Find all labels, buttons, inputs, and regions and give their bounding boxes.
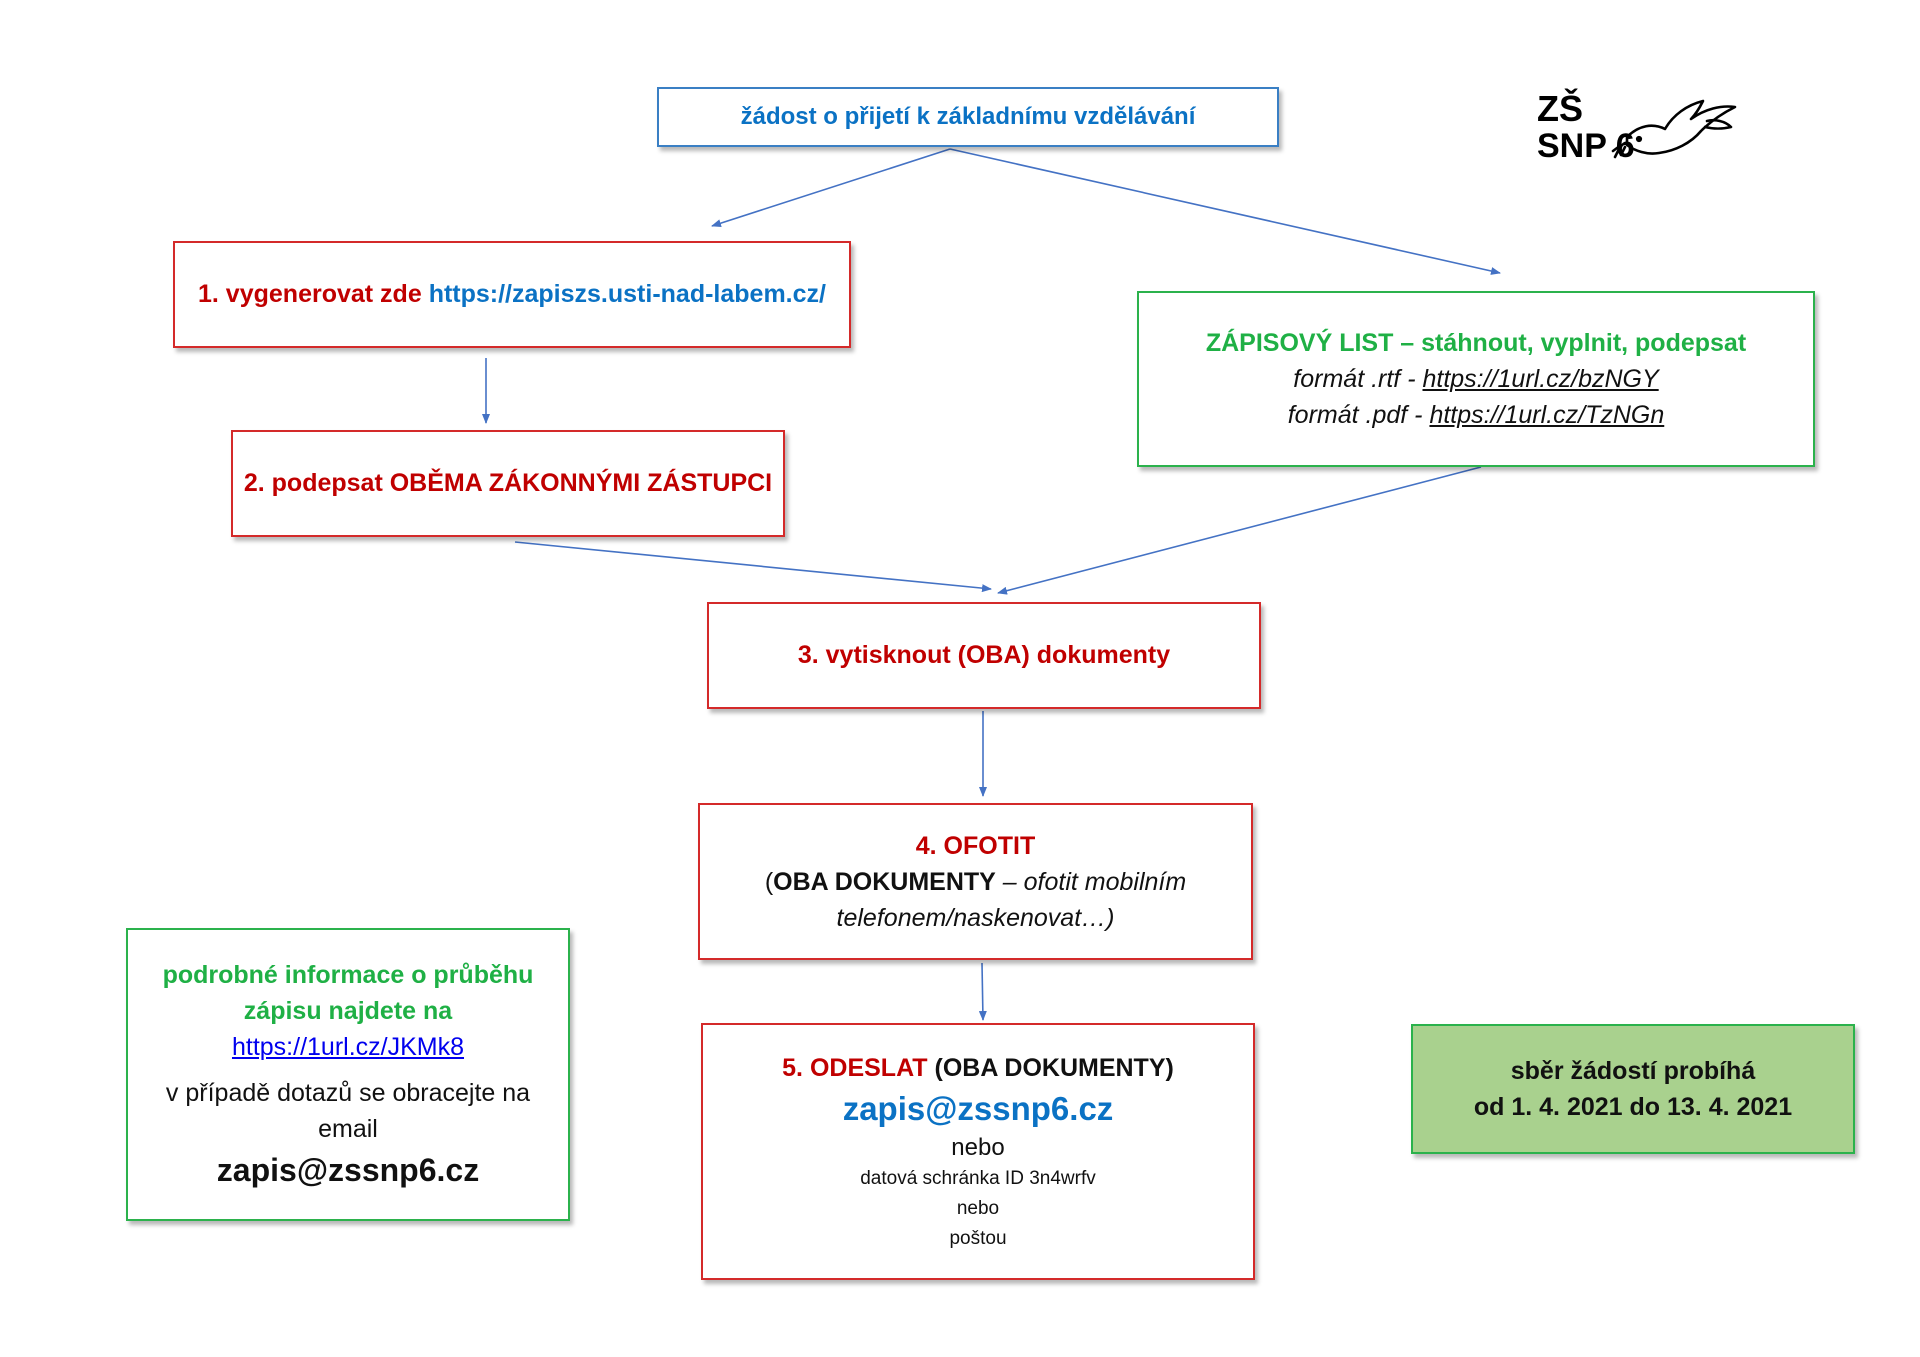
step3-label: 3. vytisknout (OBA) dokumenty: [797, 641, 1171, 669]
step5-email-link[interactable]: zapis@zssnp6.cz: [842, 1089, 1114, 1127]
logo-text-top: ZŠ: [1537, 87, 1583, 129]
step5-documents: (OBA DOKUMENTY): [927, 1053, 1174, 1082]
step5-box: 5. ODESLAT (OBA DOKUMENTY) zapis@zssnp6.…: [701, 1023, 1255, 1280]
step1-box: 1. vygenerovat zde https://zapiszs.usti-…: [173, 241, 851, 348]
contact-email[interactable]: zapis@zssnp6.cz: [216, 1151, 480, 1188]
step4-box: 4. OFOTIT (OBA DOKUMENTY – ofotit mobiln…: [698, 803, 1253, 960]
step5-post: poštou: [949, 1227, 1007, 1249]
step4-documents: OBA DOKUMENTY: [773, 867, 996, 896]
step5-or-1: nebo: [951, 1133, 1005, 1161]
step1-label: 1. vygenerovat zde: [198, 280, 422, 308]
registration-form-title: ZÁPISOVÝ LIST – stáhnout, vyplnit, podep…: [1205, 329, 1747, 357]
dove-icon: [1611, 99, 1737, 159]
rtf-download-link[interactable]: https://1url.cz/bzNGY: [1422, 365, 1659, 393]
application-label: žádost o přijetí k základnímu vzdělávání: [740, 103, 1196, 130]
info-link[interactable]: https://1url.cz/JKMk8: [231, 1032, 465, 1061]
rtf-format-label: formát .rtf -: [1293, 365, 1416, 393]
step2-label: 2. podepsat OBĚMA ZÁKONNÝMI ZÁSTUPCI: [243, 469, 773, 497]
info-line-2: zápisu najdete na: [243, 996, 453, 1025]
step3-box: 3. vytisknout (OBA) dokumenty: [707, 602, 1261, 709]
contact-line-2: email: [318, 1114, 378, 1143]
arrow-list-to-step3: [997, 466, 1482, 595]
info-line-1: podrobné informace o průběhu: [162, 960, 534, 989]
step2-box: 2. podepsat OBĚMA ZÁKONNÝMI ZÁSTUPCI: [231, 430, 785, 537]
info-box: podrobné informace o průběhu zápisu najd…: [126, 928, 570, 1221]
arrow-top-to-zapisovy-list: [949, 148, 1501, 275]
deadline-box: sběr žádostí probíhá od 1. 4. 2021 do 13…: [1411, 1024, 1855, 1154]
step5-databox: datová schránka ID 3n4wrfv: [860, 1167, 1096, 1189]
arrow-top-to-step1: [711, 148, 951, 228]
application-box: žádost o přijetí k základnímu vzdělávání: [657, 87, 1279, 147]
pdf-format-label: formát .pdf -: [1287, 401, 1423, 429]
registration-form-box: ZÁPISOVÝ LIST – stáhnout, vyplnit, podep…: [1137, 291, 1815, 467]
school-logo: ZŠ SNP 6: [1537, 87, 1737, 165]
step4-title: 4. OFOTIT: [915, 831, 1036, 860]
arrow-step2-to-step3: [514, 541, 992, 593]
pdf-download-link[interactable]: https://1url.cz/TzNGn: [1429, 401, 1665, 429]
step4-paren: (: [764, 867, 774, 896]
step5-or-2: nebo: [956, 1197, 1000, 1219]
step1-url-link[interactable]: https://zapiszs.usti-nad-labem.cz/: [428, 280, 826, 308]
contact-line-1: v případě dotazů se obracejte na: [165, 1078, 531, 1107]
step4-instruction-cont: telefonem/naskenovat…): [836, 903, 1115, 932]
arrow-step4-to-step5: [978, 962, 987, 1021]
step4-instruction: – ofotit mobilním: [995, 867, 1187, 896]
deadline-line-2: od 1. 4. 2021 do 13. 4. 2021: [1473, 1093, 1793, 1121]
deadline-line-1: sběr žádostí probíhá: [1510, 1057, 1756, 1085]
step5-title: 5. ODESLAT: [782, 1053, 928, 1082]
